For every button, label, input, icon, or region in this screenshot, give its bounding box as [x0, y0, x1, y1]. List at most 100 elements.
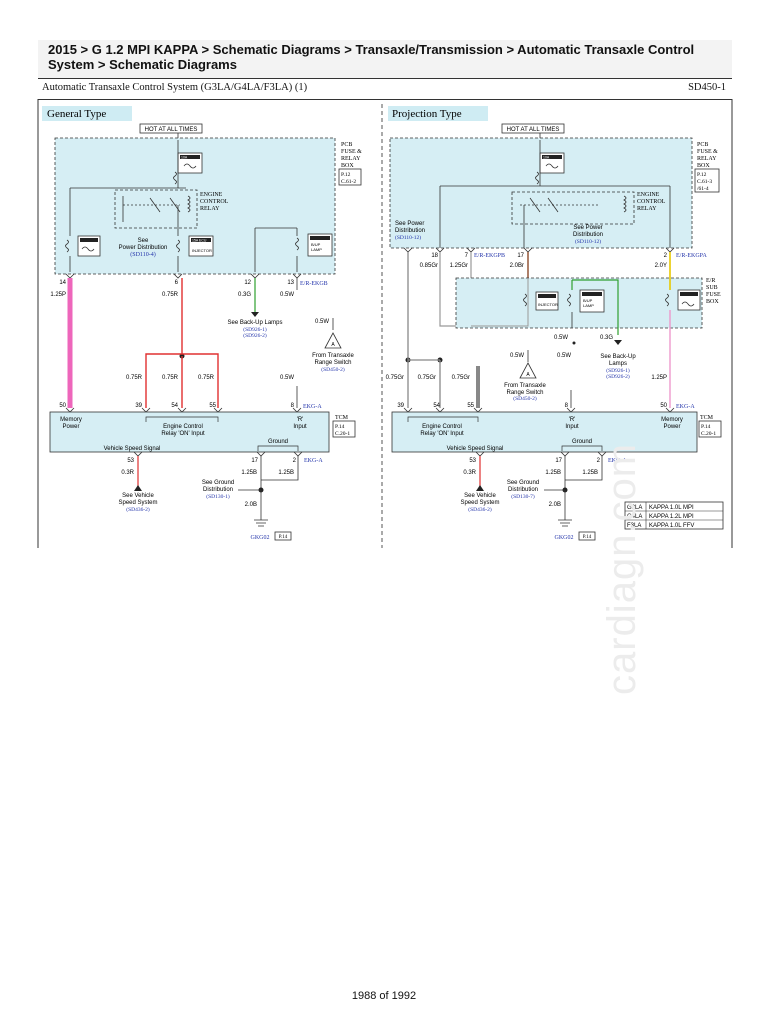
left-fuse-10a-label: 10A	[181, 156, 188, 160]
relay-switch-icon	[149, 197, 161, 213]
legend-code-2: G4LA	[627, 514, 642, 520]
svg-text:A: A	[526, 372, 530, 378]
svg-text:E/R: E/R	[706, 278, 715, 284]
left-hot-box	[139, 123, 203, 134]
svg-text:1.25B: 1.25B	[582, 470, 598, 476]
right-panel-title-bg	[388, 106, 488, 121]
svg-text:2.0Br: 2.0Br	[510, 263, 524, 269]
svg-text:0.3G: 0.3G	[238, 292, 251, 298]
svg-text:(SD450-2): (SD450-2)	[513, 395, 537, 402]
svg-text:0.75R: 0.75R	[162, 292, 179, 298]
document-title: Automatic Transaxle Control System (G3LA…	[42, 82, 308, 93]
svg-text:0.85Gr: 0.85Gr	[420, 263, 438, 269]
svg-text:INJECTOR: INJECTOR	[538, 302, 558, 307]
svg-text:LAMP: LAMP	[583, 303, 594, 308]
svg-text:E/R-EKGPA: E/R-EKGPA	[676, 253, 707, 259]
svg-text:FUSE: FUSE	[706, 292, 721, 298]
left-see-power-2: Power Distribution	[119, 245, 168, 251]
legend-name-3: KAPPA 1.0L FFV	[649, 523, 694, 529]
svg-text:See Back-Up: See Back-Up	[600, 354, 636, 360]
left-pin-6: 6	[175, 280, 179, 286]
svg-text:1.25B: 1.25B	[241, 470, 257, 476]
svg-text:0.75R: 0.75R	[162, 375, 179, 381]
svg-text:Speed System: Speed System	[460, 500, 499, 506]
svg-text:PCB: PCB	[697, 142, 708, 148]
svg-text:50: 50	[59, 403, 66, 409]
svg-text:Distribution: Distribution	[508, 487, 538, 493]
svg-text:17: 17	[517, 253, 524, 259]
svg-text:SUB: SUB	[706, 285, 718, 291]
right-wire-0-3g	[572, 279, 619, 335]
relay-coil-icon	[187, 195, 191, 213]
svg-text:53: 53	[469, 458, 476, 464]
left-tcm-label: TCM	[335, 415, 349, 421]
svg-text:(SD130-1): (SD130-1)	[206, 493, 230, 500]
svg-text:10A: 10A	[543, 156, 550, 160]
breadcrumb: 2015 > G 1.2 MPI KAPPA > Schematic Diagr…	[48, 42, 695, 72]
svg-text:B/UP: B/UP	[583, 298, 593, 303]
svg-text:(SD130-7): (SD130-7)	[511, 493, 535, 500]
left-connector-label: E/R-EKGB	[300, 281, 328, 287]
svg-text:BOX: BOX	[697, 163, 710, 169]
svg-text:A: A	[331, 342, 335, 348]
left-trs-arrow-icon	[324, 332, 342, 349]
svg-text:7: 7	[465, 253, 469, 259]
svg-text:2.0Y: 2.0Y	[655, 263, 667, 269]
left-ecr-label-1: ENGINE	[200, 192, 223, 198]
right-panel-title: Projection Type	[392, 108, 462, 120]
svg-text:0.75Gr: 0.75Gr	[452, 375, 470, 381]
svg-text:B/UP: B/UP	[311, 242, 321, 247]
watermark: cardiagn.com	[600, 442, 644, 695]
ground-icon	[254, 519, 268, 527]
left-panel-title: General Type	[47, 108, 106, 120]
ground-icon	[558, 519, 572, 527]
svg-text:EKG-A: EKG-A	[303, 404, 322, 410]
svg-text:Range Switch: Range Switch	[506, 390, 543, 396]
svg-text:1.25Gr: 1.25Gr	[450, 263, 468, 269]
svg-text:17: 17	[251, 458, 258, 464]
svg-text:(SD110-12): (SD110-12)	[395, 234, 421, 241]
svg-text:See Power: See Power	[395, 221, 424, 227]
svg-text:0.5W: 0.5W	[280, 375, 294, 381]
svg-text:39: 39	[397, 403, 404, 409]
svg-text:Engine Control: Engine Control	[163, 424, 203, 430]
svg-text:Memory: Memory	[661, 417, 683, 423]
left-backup-label: See Back-Up Lamps	[227, 320, 282, 326]
svg-text:0.75R: 0.75R	[126, 375, 143, 381]
svg-text:C.61-3: C.61-3	[697, 179, 712, 185]
svg-text:Memory: Memory	[60, 417, 82, 423]
left-vss-arrow-icon	[134, 485, 142, 491]
document-header: Automatic Transaxle Control System (G3LA…	[38, 78, 732, 100]
svg-text:Relay 'ON' Input: Relay 'ON' Input	[161, 431, 205, 437]
svg-text:2.0B: 2.0B	[245, 502, 257, 508]
right-vss-arrow-icon	[476, 485, 484, 491]
left-wire-label-1-25p: 1.25P	[50, 292, 66, 298]
svg-text:Lamps: Lamps	[609, 361, 627, 367]
svg-text:Ground: Ground	[268, 439, 288, 445]
svg-text:0.5W: 0.5W	[315, 319, 329, 325]
svg-text:EKG-A: EKG-A	[676, 404, 695, 410]
left-pcb-ref-1: P.12	[341, 172, 351, 178]
left-pcb-label-2: FUSE &	[341, 149, 362, 155]
svg-text:HOT AT ALL TIMES: HOT AT ALL TIMES	[507, 127, 560, 133]
svg-text:2: 2	[293, 458, 297, 464]
left-ecr-label-3: RELAY	[200, 206, 220, 212]
left-see-power-1: See	[138, 238, 149, 244]
left-backup-arrow-icon	[251, 312, 259, 317]
svg-text:Engine Control: Engine Control	[422, 424, 462, 430]
left-pin-14: 14	[59, 280, 66, 286]
svg-text:(SD450-2): (SD450-2)	[321, 366, 345, 373]
left-see-power-ref: (SD110-4)	[130, 251, 155, 258]
left-from-trs-2: Range Switch	[314, 360, 351, 366]
right-sub-fuse-box	[455, 277, 703, 329]
svg-text:2: 2	[664, 253, 668, 259]
svg-text:Power: Power	[663, 424, 680, 430]
svg-text:1.25B: 1.25B	[545, 470, 561, 476]
svg-text:CONTROL: CONTROL	[637, 199, 666, 205]
svg-text:53: 53	[127, 458, 134, 464]
svg-text:'R': 'R'	[569, 417, 576, 423]
svg-text:1.25B: 1.25B	[278, 470, 294, 476]
document-code: SD450-1	[688, 82, 726, 93]
svg-text:0.75Gr: 0.75Gr	[386, 375, 404, 381]
